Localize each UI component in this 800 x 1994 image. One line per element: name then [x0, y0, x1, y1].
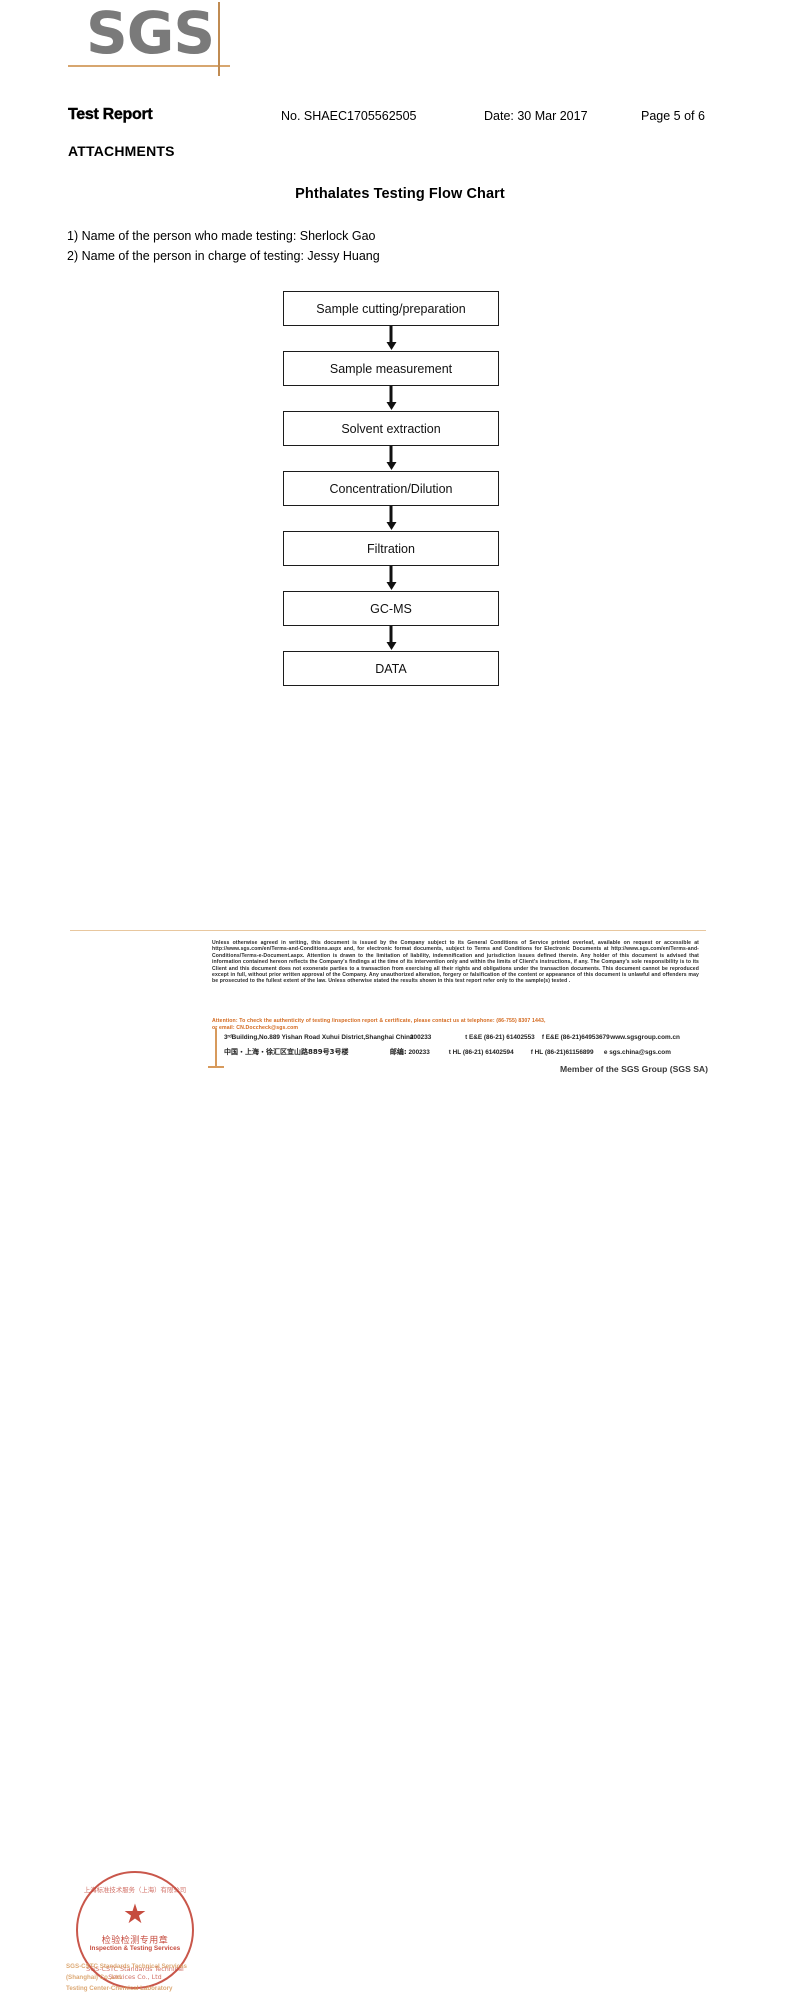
arrow-down-icon — [389, 506, 393, 524]
zip-label-cn: 邮编: — [389, 1048, 407, 1056]
arrow-down-icon — [389, 566, 393, 584]
address-block: 3ʳᵈBuilding,No.889 Yishan Road Xuhui Dis… — [224, 1030, 702, 1060]
address-zip-en: 200233 — [410, 1034, 432, 1041]
address-street-en: 3ʳᵈBuilding,No.889 Yishan Road Xuhui Dis… — [224, 1034, 414, 1041]
flow-step-box: GC-MS — [283, 591, 499, 626]
flow-connector — [283, 626, 499, 651]
flow-step-box: Concentration/Dilution — [283, 471, 499, 506]
flow-chart-title: Phthalates Testing Flow Chart — [295, 186, 505, 202]
address-horizontal-tick — [208, 1066, 224, 1068]
flow-connector — [283, 386, 499, 411]
legal-disclaimer-text: Unless otherwise agreed in writing, this… — [212, 940, 699, 985]
address-row-en: 3ʳᵈBuilding,No.889 Yishan Road Xuhui Dis… — [224, 1030, 702, 1045]
address-street-cn: 中国・上海・徐汇区宜山路889号3号楼 — [224, 1048, 349, 1056]
company-name-line-1: SGS-CSTC Standards Technical Services (S… — [66, 1963, 187, 1981]
note-supervisor-name: 2) Name of the person in charge of testi… — [67, 249, 380, 263]
flow-step-box: DATA — [283, 651, 499, 686]
flow-connector — [283, 446, 499, 471]
address-row-cn: 中国・上海・徐汇区宜山路889号3号楼 邮编: 200233 t HL (86-… — [224, 1045, 702, 1060]
page-number: Page 5 of 6 — [641, 109, 705, 123]
arrow-down-icon — [389, 326, 393, 344]
attention-line-2: or email: CN.Doccheck@sgs.com — [212, 1024, 299, 1031]
email-link[interactable]: e sgs.china@sgs.com — [603, 1049, 671, 1056]
attention-notice: Attention: To check the authenticity of … — [212, 1018, 699, 1031]
stamp-label-en: Inspection & Testing Services — [89, 1945, 181, 1952]
logo-horizontal-rule — [68, 65, 230, 67]
page-footer: Unless otherwise agreed in writing, this… — [0, 930, 800, 1992]
stamp-arc-top-text: 上海标准技术服务（上海）有限公司 — [83, 1886, 187, 1894]
flow-step-box: Solvent extraction — [283, 411, 499, 446]
arrow-down-icon — [389, 446, 393, 464]
report-date: Date: 30 Mar 2017 — [484, 109, 588, 123]
footer-divider — [70, 930, 706, 931]
flow-step-box: Filtration — [283, 531, 499, 566]
member-of-sgs-group: Member of the SGS Group (SGS SA) — [559, 1064, 708, 1074]
flow-step-box: Sample measurement — [283, 351, 499, 386]
arrow-down-icon — [389, 386, 393, 404]
fax-ee: f E&E (86-21)64953679 — [541, 1034, 610, 1041]
logo-vertical-rule — [218, 2, 220, 76]
note-tester-name: 1) Name of the person who made testing: … — [67, 229, 376, 243]
telephone-ee: t E&E (86-21) 61402553 — [465, 1034, 535, 1041]
report-header-row: Test Report No. SHAEC1705562505 Date: 30… — [0, 106, 800, 130]
arrow-down-icon — [389, 626, 393, 644]
company-name-line-2: Testing Center-Chemical Laboratory — [66, 1985, 173, 1992]
telephone-hl: t HL (86-21) 61402594 — [448, 1049, 514, 1056]
company-watermark: SGS-CSTC Standards Technical Services (S… — [66, 1961, 216, 1994]
flow-chart: Sample cutting/preparation Sample measur… — [283, 291, 501, 686]
star-icon: ★ — [122, 1899, 148, 1929]
report-number: No. SHAEC1705562505 — [281, 109, 417, 123]
address-zip-cn: 200233 — [408, 1049, 430, 1056]
website-link[interactable]: www.sgsgroup.com.cn — [610, 1034, 680, 1041]
flow-connector — [283, 506, 499, 531]
address-vertical-divider — [215, 1028, 217, 1068]
page-header: SGS — [0, 0, 800, 95]
attention-line-1: Attention: To check the authenticity of … — [212, 1018, 546, 1024]
flow-connector — [283, 326, 499, 351]
page-title: Test Report — [68, 106, 153, 123]
fax-hl: f HL (86-21)61156899 — [530, 1049, 594, 1056]
flow-connector — [283, 566, 499, 591]
sgs-logo: SGS — [86, 0, 215, 67]
attachments-heading: ATTACHMENTS — [68, 143, 175, 159]
flow-step-box: Sample cutting/preparation — [283, 291, 499, 326]
